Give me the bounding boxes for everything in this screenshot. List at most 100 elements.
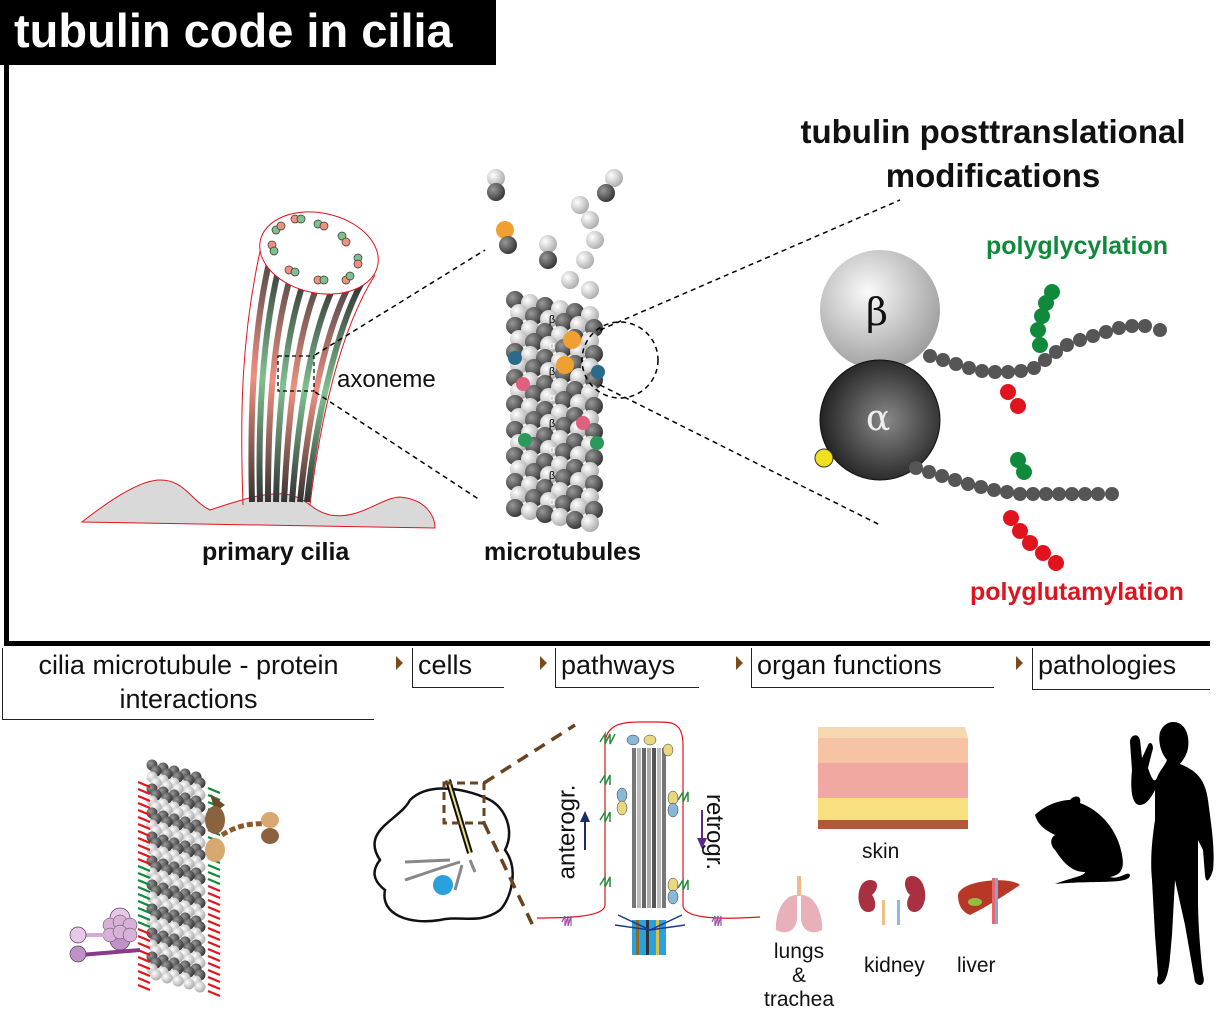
- tubulin-symbol: α: [549, 496, 556, 508]
- step-pathologies: pathologies: [1032, 648, 1210, 690]
- glutamate-residue: [962, 361, 976, 375]
- modified-subunit: [563, 331, 581, 349]
- human-silhouette: [1130, 722, 1214, 986]
- flow-arrow-icon: [540, 656, 547, 670]
- glutamate-residue: [1000, 485, 1014, 499]
- tubulin-symbol: α: [549, 444, 556, 456]
- ptm-tail: [137, 801, 151, 810]
- tubulin-subunit: [586, 231, 604, 249]
- ptm-tail: [137, 836, 151, 845]
- alpha-tubulin: [819, 359, 941, 481]
- tubulin-symbol: β: [549, 314, 555, 326]
- tubulin-subunit: [150, 969, 162, 981]
- glutamate-residue: [1153, 323, 1167, 337]
- glutamate-branch-residue: [1010, 398, 1026, 414]
- retrograde-label: retrogr.: [701, 793, 729, 871]
- lungs-label-line2: trachea: [764, 988, 835, 1011]
- ptm-tail: [207, 891, 221, 900]
- nucleus: [433, 875, 453, 895]
- step-protein-interactions: cilia microtubule - protein interactions: [2, 648, 374, 720]
- ptm-tail: [207, 947, 221, 956]
- modified-subunit: [556, 356, 574, 374]
- tubulin-subunit: [581, 281, 599, 299]
- liver-illustration: [958, 878, 1020, 924]
- ptm-tail: [207, 877, 221, 886]
- ptm-tail: [207, 905, 221, 914]
- glycine-residue: [1010, 452, 1026, 468]
- flow-arrow-icon: [1016, 656, 1023, 670]
- ptm-zoom-circle: [581, 321, 659, 399]
- glutamate-residue: [1073, 333, 1087, 347]
- glutamate-residue: [1065, 487, 1079, 501]
- polyglutamylation-label: polyglutamylation: [970, 578, 1184, 606]
- alpha-symbol: α: [866, 398, 891, 439]
- tubulin-subunit: [506, 499, 524, 517]
- lungs-illustration: [775, 876, 823, 933]
- tubulin-subunit: [581, 211, 599, 229]
- step-label-line2: interactions: [119, 684, 258, 714]
- beta-tubulin: [820, 250, 940, 370]
- beta-symbol: β: [866, 290, 888, 334]
- ptm-tail: [137, 829, 151, 838]
- glutamate-branch-residue: [1003, 510, 1019, 526]
- ptm-tail: [207, 898, 221, 907]
- kidney-label: kidney: [864, 954, 925, 977]
- kinesin-motor: [69, 907, 141, 963]
- ptm-tail: [137, 780, 151, 789]
- ptm-tail: [137, 906, 151, 915]
- ift-particles: [616, 734, 679, 905]
- tubulin-symbol: α: [549, 392, 556, 404]
- ptm-tail: [137, 927, 151, 936]
- ptm-tail: [137, 976, 151, 985]
- modified-subunit: [508, 351, 522, 365]
- glutamate-residue: [1027, 361, 1041, 375]
- ptm-title: tubulin posttranslational modifications: [760, 110, 1226, 198]
- tubulin-symbol: β: [549, 366, 555, 378]
- tubulin-subunit: [539, 235, 557, 253]
- glutamate-residue: [1038, 353, 1052, 367]
- glutamate-residue: [1026, 487, 1040, 501]
- flow-arrow-icon: [736, 656, 743, 670]
- tubulin-subunit: [172, 975, 184, 987]
- ptm-tail: [207, 926, 221, 935]
- tubulin-subunit: [521, 502, 539, 520]
- ptm-tail: [207, 968, 221, 977]
- glutamate-branch-residue: [1035, 545, 1051, 561]
- ift-axoneme: [632, 748, 666, 955]
- glutamate-residue: [1014, 364, 1028, 378]
- ptm-tail: [137, 878, 151, 887]
- tubulin-symbol: α: [549, 340, 556, 352]
- glutamate-residue: [1078, 487, 1092, 501]
- axoneme-label: axoneme: [337, 366, 436, 393]
- ptm-tail: [207, 870, 221, 879]
- step-pathways: pathways: [555, 648, 699, 688]
- tubulin-subunit: [566, 511, 584, 529]
- ptm-tail: [137, 871, 151, 880]
- ptm-tail: [137, 850, 151, 859]
- ptm-tail: [137, 934, 151, 943]
- glutamate-residue: [949, 357, 963, 371]
- ptm-tail: [137, 913, 151, 922]
- ptm-tail: [137, 864, 151, 873]
- tubulin-subunit: [536, 505, 554, 523]
- glycine-residue: [1016, 464, 1032, 480]
- glutamate-residue: [909, 461, 923, 475]
- axoneme-zoom-box: [277, 355, 315, 392]
- glutamate-residue: [1112, 321, 1126, 335]
- frame-bottom-border: [4, 641, 1210, 646]
- glutamate-residue: [1091, 487, 1105, 501]
- glutamate-residue: [974, 480, 988, 494]
- ptm-tail: [137, 955, 151, 964]
- tubulin-subunit: [597, 184, 615, 202]
- ptm-tail: [137, 857, 151, 866]
- glutamate-residue: [922, 465, 936, 479]
- tubulin-symbol: β: [549, 470, 555, 482]
- lungs-label-line1: lungs &: [773, 940, 825, 987]
- glutamate-branch-residue: [1048, 555, 1064, 571]
- microtubules-label: microtubules: [484, 538, 641, 566]
- anterograde-label: anterogr.: [553, 784, 581, 880]
- ptm-tail: [137, 892, 151, 901]
- kidney-illustration: [858, 876, 926, 925]
